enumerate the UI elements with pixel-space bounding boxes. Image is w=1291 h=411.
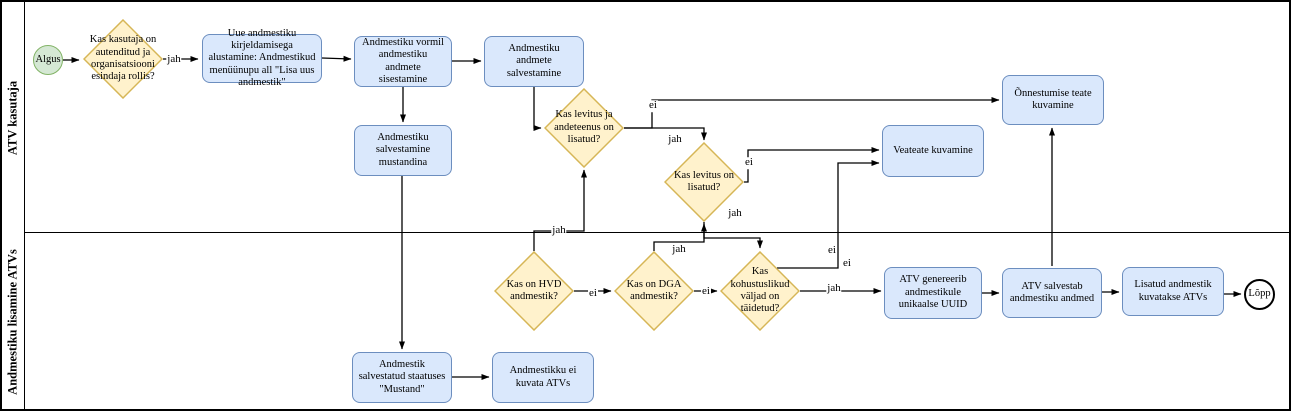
decision-distribution-service-label: Kas levitus ja andeteenus on lisatud?: [554, 109, 614, 146]
edge-label-dist-no: ei: [744, 156, 754, 169]
connector-dist-no-to-error: [744, 147, 880, 183]
diamond-shape: [494, 251, 574, 331]
task-start-describing-label: Uue andmestiku kirjeldamisega alustamine…: [208, 27, 316, 89]
diamond-shape: [720, 251, 800, 331]
edge-label-distservice-yes: jah: [667, 133, 683, 146]
decision-required-fields: Kas kohustuslikud väljad on täidetud?: [720, 251, 800, 331]
decision-distribution-service: Kas levitus ja andeteenus on lisatud?: [544, 88, 624, 168]
decision-required-fields-label: Kas kohustuslikud väljad on täidetud?: [730, 266, 790, 315]
start-event-label: Algus: [35, 53, 61, 65]
edge-label-required-no-2: ei: [842, 257, 852, 270]
decision-hvd-label: Kas on HVD andmestik?: [506, 278, 562, 302]
start-event: Algus: [33, 45, 63, 75]
task-save-dataset-label: ATV salvestab andmestiku andmed: [1009, 280, 1095, 304]
task-success-message-label: Õnnestumise teate kuvamine: [1014, 87, 1092, 111]
lane-label-strip: [2, 2, 25, 409]
task-not-shown: Andmestikku ei kuvata ATVs: [492, 352, 594, 403]
task-save-draft-label: Andmestiku salvestamine mustandina: [375, 131, 431, 168]
connector-dist-yes-to-required: [703, 222, 763, 249]
task-draft-status: Andmestik salvestatud staatuses "Mustand…: [352, 352, 452, 403]
connector-describe-to-enter: [321, 55, 352, 62]
task-generate-uuid: ATV genereerib andmestikule unikaalse UU…: [884, 267, 982, 319]
diamond-shape: [664, 142, 744, 222]
task-save-dataset: ATV salvestab andmestiku andmed: [1002, 268, 1102, 318]
lane-divider: [2, 232, 1289, 233]
lane-label-andmestiku-lisamine: Andmestiku lisamine ATVs: [5, 249, 20, 395]
task-start-describing: Uue andmestiku kirjeldamisega alustamine…: [202, 28, 322, 88]
task-error-message: Veateate kuvamine: [882, 125, 984, 177]
connector-required-no-to-error: [777, 160, 880, 269]
connector-save-to-distservice: [533, 87, 542, 131]
connector-distservice-yes-to-dist: [624, 127, 707, 141]
task-enter-data-label: Andmestiku vormil andmestiku andmete sis…: [362, 36, 444, 85]
task-show-dataset: Lisatud andmestik kuvatakse ATVs: [1122, 267, 1224, 316]
decision-auth-role-label: Kas kasutaja on autenditud ja organisats…: [89, 34, 157, 83]
decision-distribution: Kas levitus on lisatud?: [664, 142, 744, 222]
task-not-shown-label: Andmestikku ei kuvata ATVs: [509, 365, 577, 389]
edge-label-auth-yes: jah: [166, 53, 182, 66]
edge-label-required-yes: jah: [826, 282, 842, 295]
task-enter-data: Andmestiku vormil andmestiku andmete sis…: [354, 36, 452, 87]
task-save-draft: Andmestiku salvestamine mustandina: [354, 125, 452, 176]
decision-hvd: Kas on HVD andmestik?: [494, 251, 574, 331]
connector-hvd-yes-to-distservice: [533, 169, 587, 251]
task-show-dataset-label: Lisatud andmestik kuvatakse ATVs: [1134, 279, 1212, 303]
edge-label-hvd-no: ei: [588, 287, 598, 300]
decision-auth-role: Kas kasutaja on autenditud ja organisats…: [83, 19, 163, 99]
decision-dga-label: Kas on DGA andmestik?: [626, 278, 682, 302]
edge-label-distservice-no: ei: [648, 99, 658, 112]
task-error-message-label: Veateate kuvamine: [893, 144, 973, 156]
edge-label-dist-yes: jah: [727, 207, 743, 220]
edge-label-dga-no: ei: [701, 285, 711, 298]
end-event-label: Lõpp: [1248, 288, 1271, 300]
decision-dga: Kas on DGA andmestik?: [614, 251, 694, 331]
task-save-data-label: Andmestiku andmete salvestamine: [506, 42, 562, 79]
lane-label-atv-kasutaja: ATV kasutaja: [5, 80, 20, 156]
diamond-shape: [544, 88, 624, 168]
edge-label-required-no-1: ei: [827, 244, 837, 257]
task-save-data: Andmestiku andmete salvestamine: [484, 36, 584, 87]
diamond-shape: [83, 19, 163, 99]
connector-distservice-no-to-success: [624, 97, 1000, 129]
decision-distribution-label: Kas levitus on lisatud?: [673, 169, 735, 193]
edge-label-dga-yes: jah: [671, 243, 687, 256]
edge-label-hvd-yes: jah: [551, 224, 567, 237]
task-success-message: Õnnestumise teate kuvamine: [1002, 75, 1104, 125]
task-generate-uuid-label: ATV genereerib andmestikule unikaalse UU…: [898, 274, 968, 311]
end-event: Lõpp: [1244, 279, 1275, 310]
task-draft-status-label: Andmestik salvestatud staatuses "Mustand…: [358, 358, 446, 395]
diamond-shape: [614, 251, 694, 331]
